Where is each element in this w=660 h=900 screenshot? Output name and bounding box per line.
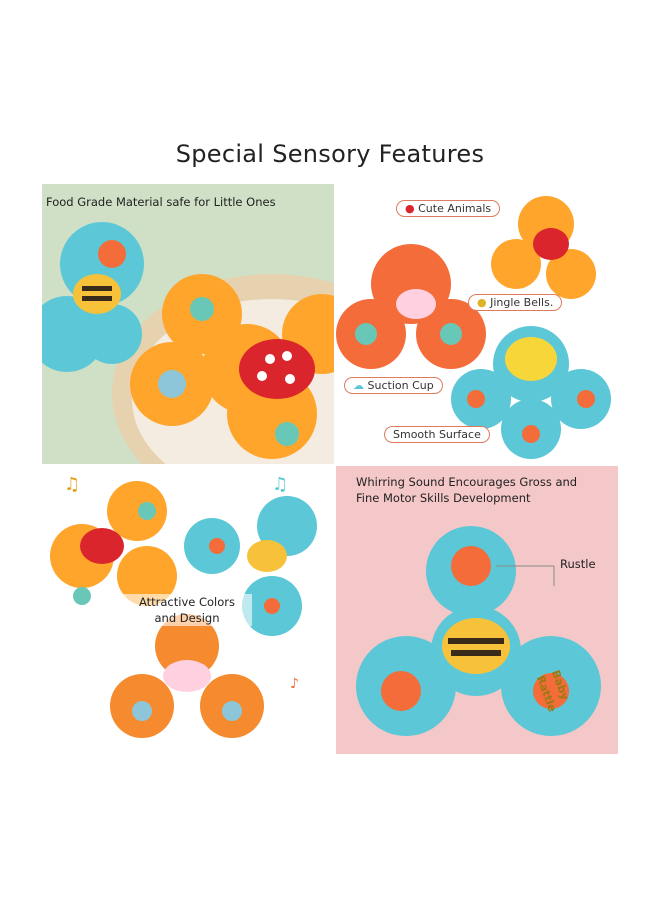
tag-cute-animals: ● Cute Animals: [396, 200, 501, 217]
sound-illustration: [356, 526, 601, 736]
features-panel: ● Cute Animals ● Jingle Bells. ☁ Suction…: [336, 184, 618, 464]
music-note-icon: ♫: [64, 474, 81, 495]
tag-jingle-bells: ● Jingle Bells.: [468, 294, 563, 311]
rustle-callout: Rustle: [560, 557, 596, 571]
tag-suction-cup: ☁ Suction Cup: [344, 377, 443, 394]
music-note-icon: ♪: [290, 676, 299, 692]
ladybug-icon: ●: [405, 202, 419, 215]
sound-caption: Whirring Sound Encourages Gross and Fine…: [356, 475, 578, 505]
cloud-icon: ☁: [353, 379, 368, 392]
colors-illustration: [50, 481, 317, 738]
food-grade-illustration: [42, 222, 334, 464]
sound-panel: Whirring Sound Encourages Gross and Fine…: [336, 466, 618, 754]
colors-panel: ♫ ♫ ♪ Attractive Colors and Design: [42, 466, 334, 754]
food-grade-panel: Food Grade Material safe for Little Ones: [42, 184, 334, 464]
tag-smooth-surface: Smooth Surface: [384, 426, 490, 443]
food-grade-caption: Food Grade Material safe for Little Ones: [46, 195, 276, 209]
page-title: Special Sensory Features: [175, 140, 485, 168]
colors-caption: Attractive Colors and Design: [122, 594, 252, 626]
music-note-icon: ♫: [272, 474, 289, 495]
features-illustration: [336, 196, 611, 459]
bell-icon: ●: [477, 296, 491, 309]
